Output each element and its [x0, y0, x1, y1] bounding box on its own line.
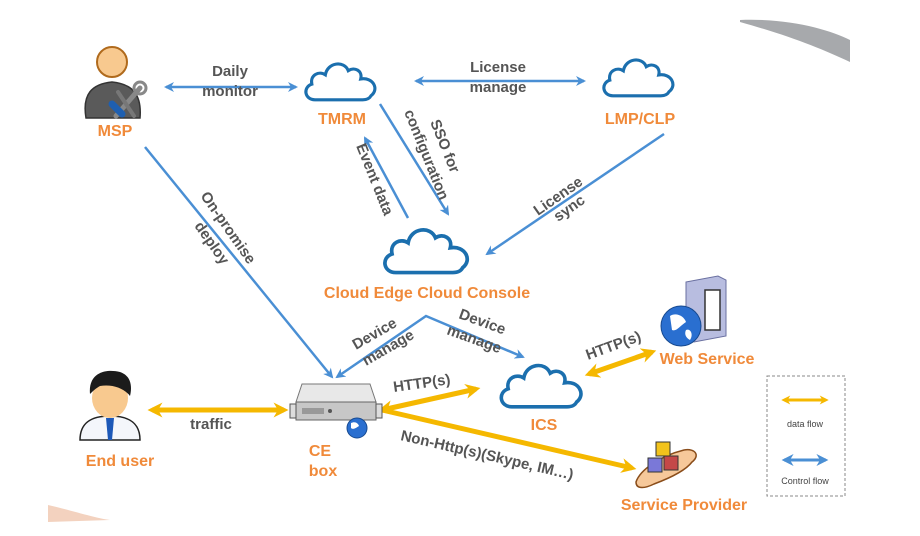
ics-cloud-icon [499, 363, 583, 409]
edge-non-http [381, 407, 637, 473]
edge-device-manage [335, 314, 525, 379]
edge-label-traffic: traffic [190, 416, 232, 433]
tmrm-cloud-icon [304, 62, 377, 102]
cloud-console-label: Cloud Edge Cloud Console [324, 285, 530, 302]
msp-icon [84, 46, 148, 119]
ce-box-label-line1: CE [309, 443, 332, 460]
legend-data-flow-label: data flow [787, 419, 824, 429]
ics-label: ICS [531, 417, 558, 434]
end-user-label: End user [86, 453, 154, 470]
edge-label-license: License [470, 59, 526, 76]
cloud-console-cloud-icon [383, 228, 470, 275]
edge-sso-configuration [378, 103, 450, 216]
tmrm-label: TMRM [318, 111, 366, 128]
legend: data flow Control flow [766, 375, 846, 497]
edge-on-promise-deploy [144, 146, 334, 379]
service-provider-icon [635, 441, 697, 489]
web-service-icon [660, 275, 727, 347]
lmp-clp-cloud-icon [602, 58, 675, 98]
edge-label-manage: manage [470, 79, 527, 96]
decorative-swoosh-bottom [48, 505, 110, 522]
web-service-label: Web Service [660, 351, 755, 368]
edge-label-event-data: Event data [352, 141, 396, 218]
edge-label-http-ics: HTTP(s) [392, 371, 451, 396]
service-provider-label: Service Provider [621, 497, 747, 514]
edge-label-daily: Daily [212, 63, 249, 80]
msp-label: MSP [98, 123, 133, 140]
edge-event-data [363, 136, 410, 219]
legend-control-flow-label: Control flow [781, 476, 829, 486]
edge-http-web [584, 348, 657, 378]
ce-box-label-line2: box [309, 463, 338, 480]
edge-label-monitor: monitor [202, 83, 258, 100]
lmp-clp-label: LMP/CLP [605, 111, 676, 128]
edge-http-ics [377, 383, 481, 416]
decorative-swoosh-top [740, 19, 850, 62]
edge-license-sync [485, 132, 665, 256]
ce-box-icon [289, 383, 383, 439]
end-user-icon [79, 370, 141, 441]
